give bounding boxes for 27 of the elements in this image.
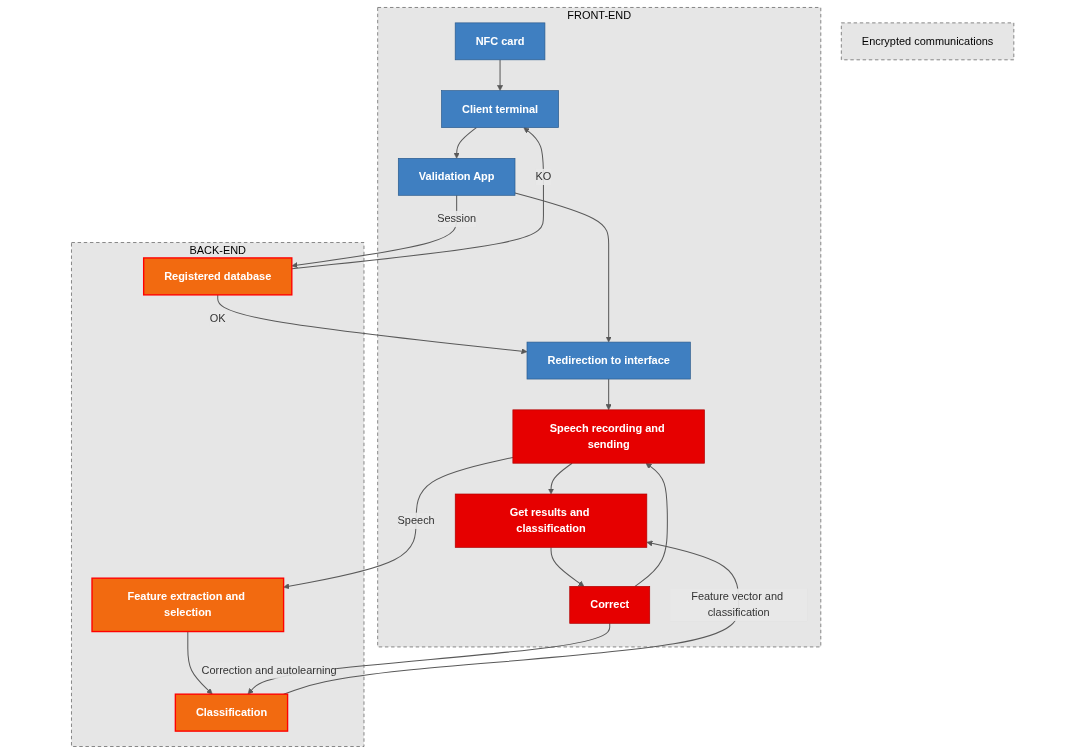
arrow [514,192,612,343]
edge-label: Speech [397,514,436,527]
node-box: Get results and classification [455,493,648,548]
arrow [497,59,504,91]
node-box: Client terminal [441,90,560,128]
arrow [217,294,528,355]
node-box: Classification [175,693,289,732]
edge-label: Session [437,212,477,225]
node-box: Redirection to interface [527,341,691,380]
arrow [548,462,573,495]
arrow [634,462,669,587]
edge-label: OK [210,312,226,324]
node-box: Encrypted communications [841,22,1015,61]
node-box: NFC card [455,22,546,61]
arrow [606,378,612,411]
node-box: Correct [569,586,651,624]
node-box: Registered database [143,257,293,296]
node-box: Feature extraction and selection [91,577,285,633]
arrow [187,631,213,695]
node-box: Validation App [398,158,516,196]
edge-label: Feature vector and classification [691,590,784,619]
arrow [550,546,585,587]
edge-label: Correction and autolearning [201,664,337,677]
node-box: Speech recording and sending [512,409,706,464]
edge-label: KO [535,170,552,183]
arrow [454,127,478,159]
arrow [283,456,514,590]
